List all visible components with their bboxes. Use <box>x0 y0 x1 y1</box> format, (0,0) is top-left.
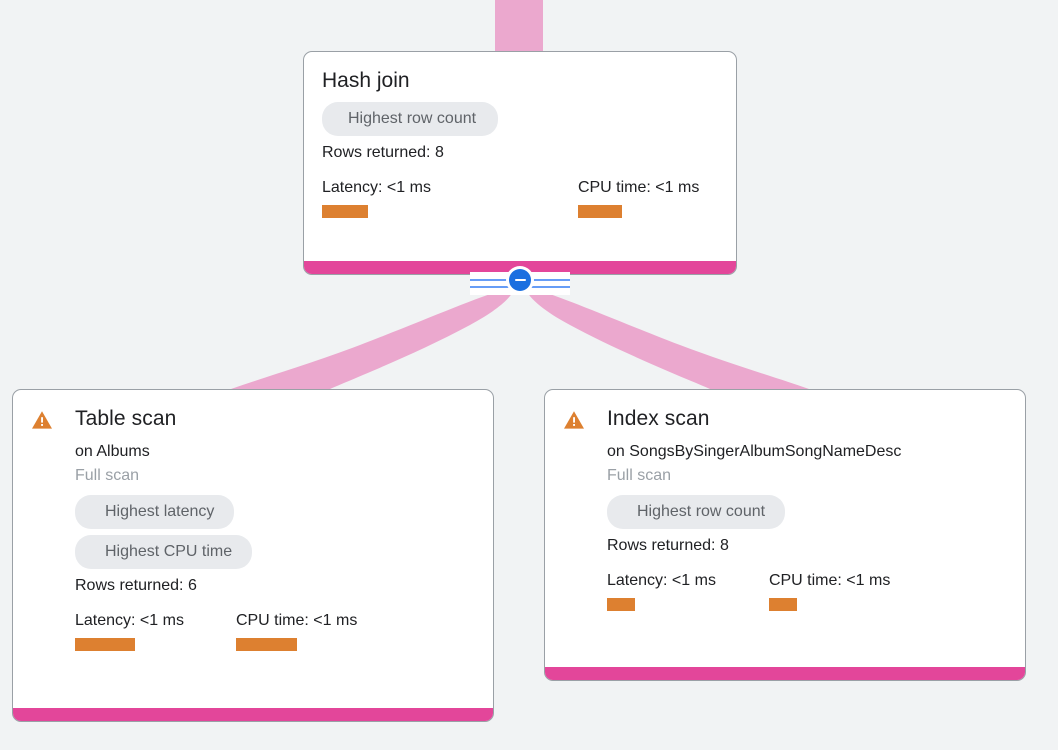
rows-returned: Rows returned: 8 <box>607 537 729 554</box>
node-title-row: Index scan <box>563 406 1007 432</box>
node-details: on Albums Full scan Highest latency High… <box>31 441 475 651</box>
node-title: Table scan <box>75 407 177 430</box>
node-title-row: Table scan <box>31 406 475 432</box>
metric-latency-label: Latency: <1 ms <box>607 572 716 589</box>
node-metrics: Latency: <1 ms CPU time: <1 ms <box>75 611 475 651</box>
warning-triangle-icon <box>32 411 52 429</box>
toggle-circle[interactable] <box>506 266 534 294</box>
chip-highest-cpu-time: Highest CPU time <box>75 535 253 569</box>
collapse-toggle-button[interactable] <box>470 266 570 295</box>
node-metrics: Latency: <1 ms CPU time: <1 ms <box>322 178 718 218</box>
node-subtitle: on SongsBySingerAlbumSongNameDesc <box>607 443 902 460</box>
warning-triangle-icon <box>564 411 584 429</box>
metric-latency: Latency: <1 ms <box>607 571 716 611</box>
metric-cpu-bar <box>768 598 797 611</box>
node-chips: Highest row count <box>607 495 1007 529</box>
metric-cpu-bar <box>235 638 297 651</box>
metric-latency-label: Latency: <1 ms <box>75 612 184 629</box>
node-body: Table scan on Albums Full scan Highest l… <box>13 390 493 708</box>
rows-returned: Rows returned: 8 <box>322 144 444 161</box>
node-metrics: Latency: <1 ms CPU time: <1 ms <box>607 571 1007 611</box>
node-title-row: Hash join <box>322 68 718 94</box>
rows-returned: Rows returned: 6 <box>75 577 197 594</box>
metric-cpu-bar <box>577 205 622 218</box>
node-chips: Highest row count <box>322 102 718 136</box>
node-scan-type: Full scan <box>75 467 140 484</box>
edge-hashjoin-to-index-scan <box>527 288 809 389</box>
node-subtitle: on Albums <box>75 443 150 460</box>
node-title: Index scan <box>607 407 710 430</box>
metric-latency-label: Latency: <1 ms <box>322 179 431 196</box>
plan-node-index-scan[interactable]: Index scan on SongsBySingerAlbumSongName… <box>544 389 1026 681</box>
node-details: on SongsBySingerAlbumSongNameDesc Full s… <box>563 441 1007 611</box>
edge-hashjoin-to-table-scan <box>231 288 513 389</box>
metric-cpu-label: CPU time: <1 ms <box>577 179 700 196</box>
chip-highest-row-count: Highest row count <box>607 495 786 529</box>
node-body: Index scan on SongsBySingerAlbumSongName… <box>545 390 1025 667</box>
node-chips: Highest latency Highest CPU time <box>75 495 475 569</box>
metric-spacer <box>184 611 236 651</box>
node-accent-bar <box>13 708 493 721</box>
metric-cpu: CPU time: <1 ms <box>577 178 700 218</box>
plan-node-hash-join[interactable]: Hash join Highest row count Rows returne… <box>303 51 737 275</box>
minus-icon <box>514 278 526 282</box>
metric-cpu: CPU time: <1 ms <box>235 611 358 651</box>
edge-incoming-stub <box>495 0 543 51</box>
metric-latency: Latency: <1 ms <box>75 611 184 651</box>
node-title: Hash join <box>322 69 410 92</box>
chip-highest-latency: Highest latency <box>75 495 235 529</box>
metric-cpu-label: CPU time: <1 ms <box>768 572 891 589</box>
warning-slot <box>563 406 607 430</box>
plan-node-table-scan[interactable]: Table scan on Albums Full scan Highest l… <box>12 389 494 722</box>
metric-latency-bar <box>75 638 135 651</box>
chip-highest-row-count: Highest row count <box>322 102 499 136</box>
toggle-circle-inner <box>509 269 531 291</box>
metric-cpu-label: CPU time: <1 ms <box>235 612 358 629</box>
metric-latency-bar <box>607 598 635 611</box>
warning-slot <box>31 406 75 430</box>
metric-spacer <box>716 571 769 611</box>
node-accent-bar <box>545 667 1025 680</box>
metric-cpu: CPU time: <1 ms <box>768 571 891 611</box>
metric-latency: Latency: <1 ms <box>322 178 431 218</box>
node-scan-type: Full scan <box>607 467 672 484</box>
metric-spacer <box>431 178 578 218</box>
node-body: Hash join Highest row count Rows returne… <box>304 52 736 261</box>
metric-latency-bar <box>322 205 368 218</box>
